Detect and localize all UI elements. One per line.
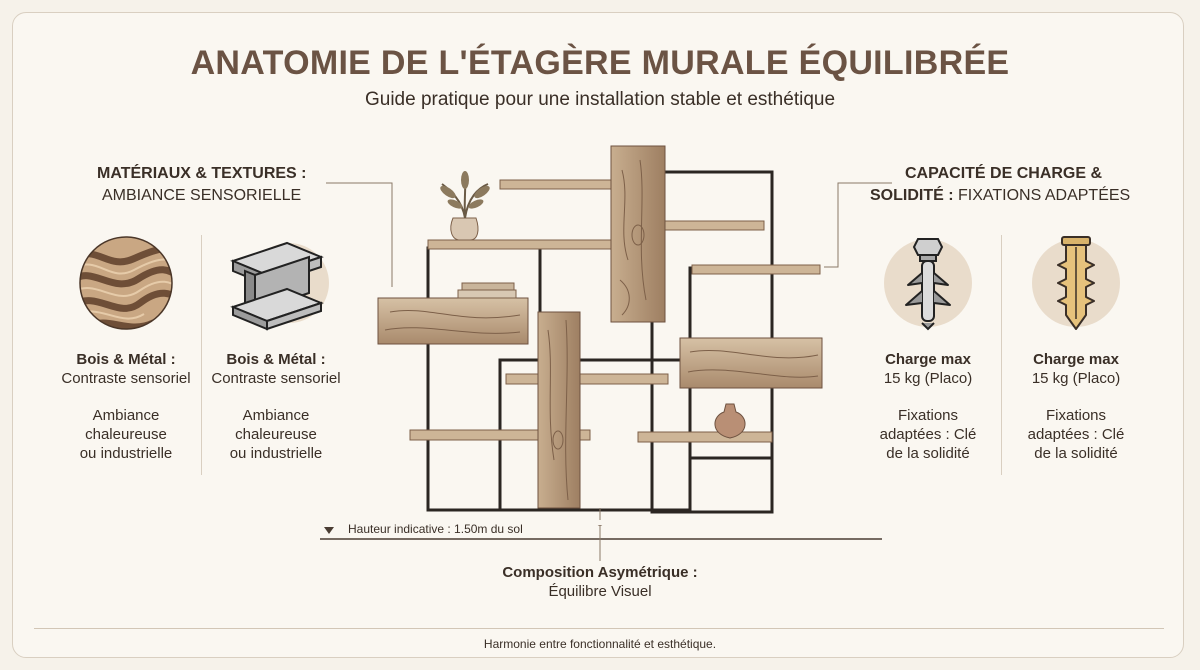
wall-plug-desc-line: adaptées : Clé — [1027, 426, 1125, 443]
metal-desc-line: chaleureuse — [235, 426, 317, 443]
capacity-heading-bold: SOLIDITÉ : — [870, 187, 954, 204]
anchor-bolt-subtitle: 15 kg (Placo) — [883, 370, 973, 387]
wood-info: Bois & Métal : Contraste sensoriel Ambia… — [40, 350, 212, 463]
wood-blocks — [377, 297, 823, 389]
materials-leader-line — [326, 182, 393, 287]
left-column-divider — [201, 235, 202, 475]
capacity-heading: CAPACITÉ DE CHARGE & SOLIDITÉ : FIXATION… — [870, 163, 1170, 207]
capacity-leader-line — [824, 182, 892, 268]
composition-title: Composition Asymétrique : — [502, 564, 698, 581]
metal-title: Bois & Métal : — [226, 351, 326, 368]
page-title: ANATOMIE DE L'ÉTAGÈRE MURALE ÉQUILIBRÉE — [190, 44, 1010, 82]
anchor-bolt-desc-line: Fixations — [897, 407, 959, 424]
footer-divider — [34, 628, 1164, 629]
wood-desc-line: ou industrielle — [79, 445, 173, 462]
anchor-bolt-desc-line: de la solidité — [886, 445, 970, 462]
composition-caption: Composition Asymétrique : Équilibre Visu… — [450, 563, 750, 601]
metal-desc-line: Ambiance — [242, 407, 310, 424]
anchor-bolt-title: Charge max — [885, 351, 971, 368]
anchor-bolt-icon — [884, 238, 972, 331]
materials-heading-bold: MATÉRIAUX & TEXTURES : — [97, 165, 307, 182]
wood-grain-icon — [79, 236, 173, 330]
height-label: Hauteur indicative : 1.50m du sol — [348, 522, 523, 536]
metal-desc-line: ou industrielle — [229, 445, 323, 462]
shelf-illustration — [377, 145, 823, 520]
vase-decor — [714, 403, 746, 439]
wood-desc-line: Ambiance — [92, 407, 160, 424]
wall-plug-info: Charge max 15 kg (Placo) Fixations adapt… — [990, 350, 1162, 463]
page-frame — [12, 12, 1184, 658]
anchor-bolt-info: Charge max 15 kg (Placo) Fixations adapt… — [842, 350, 1014, 463]
right-column-divider — [1001, 235, 1002, 475]
footer-text: Harmonie entre fonctionnalité et esthéti… — [483, 637, 717, 651]
wall-plug-desc-line: Fixations — [1045, 407, 1107, 424]
metal-info: Bois & Métal : Contraste sensoriel Ambia… — [190, 350, 362, 463]
metal-subtitle: Contraste sensoriel — [211, 370, 341, 387]
composition-subtitle: Équilibre Visuel — [548, 583, 652, 600]
wood-desc-line: chaleureuse — [85, 426, 167, 443]
thin-shelves — [409, 179, 821, 443]
page-subtitle: Guide pratique pour une installation sta… — [364, 89, 836, 110]
anchor-bolt-desc-line: adaptées : Clé — [879, 426, 977, 443]
vertical-boards — [537, 145, 666, 509]
wood-subtitle: Contraste sensoriel — [61, 370, 191, 387]
capacity-heading-rest: FIXATIONS ADAPTÉES — [958, 187, 1131, 204]
height-indicator — [320, 525, 882, 561]
books-decor — [457, 282, 517, 299]
wall-plug-icon — [1032, 236, 1120, 330]
wood-title: Bois & Métal : — [76, 351, 176, 368]
capacity-heading-line1: CAPACITÉ DE CHARGE & — [905, 165, 1103, 182]
wall-plug-title: Charge max — [1033, 351, 1119, 368]
wall-plug-desc-line: de la solidité — [1034, 445, 1118, 462]
wall-plug-subtitle: 15 kg (Placo) — [1031, 370, 1121, 387]
steel-beam-icon — [230, 241, 329, 331]
materials-heading: MATÉRIAUX & TEXTURES : AMBIANCE SENSORIE… — [97, 163, 357, 207]
materials-heading-rest: AMBIANCE SENSORIELLE — [102, 187, 302, 204]
plant-decor — [440, 171, 490, 241]
